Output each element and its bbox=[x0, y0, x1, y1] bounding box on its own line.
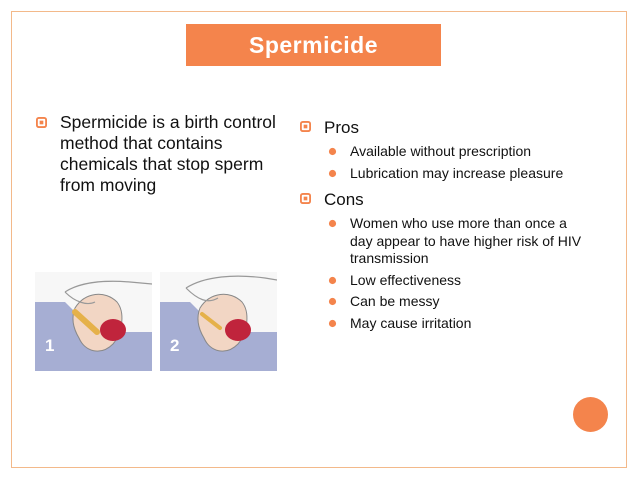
pros-item-text: Lubrication may increase pleasure bbox=[350, 164, 564, 181]
step-label-1: 1 bbox=[45, 336, 55, 355]
definition-bullet: Spermicide is a birth control method tha… bbox=[34, 112, 294, 196]
cons-item: May cause irritation bbox=[298, 315, 588, 333]
decorative-circle bbox=[573, 397, 608, 432]
procedure-illustration: 1 2 bbox=[35, 272, 277, 372]
procedure-step-2-graphic bbox=[160, 272, 277, 371]
step-label-2: 2 bbox=[170, 336, 180, 355]
cons-item: Women who use more than once a day appea… bbox=[298, 215, 588, 268]
procedure-step-1-graphic bbox=[35, 272, 152, 371]
round-bullet-icon bbox=[328, 276, 337, 284]
round-bullet-icon bbox=[328, 297, 337, 306]
square-bullet-icon bbox=[36, 117, 47, 128]
pros-heading-bullet: Pros bbox=[298, 116, 588, 139]
square-bullet-icon bbox=[300, 193, 311, 204]
cons-heading-bullet: Cons bbox=[298, 188, 588, 211]
frame-bottom-rule bbox=[11, 467, 627, 468]
pros-item: Available without prescription bbox=[298, 143, 588, 161]
pros-item-text: Available without prescription bbox=[350, 143, 532, 159]
square-bullet-icon bbox=[300, 121, 311, 132]
round-bullet-icon bbox=[328, 147, 337, 156]
cons-item-text: Women who use more than once a day appea… bbox=[350, 215, 582, 266]
cons-item-text: May cause irritation bbox=[350, 314, 472, 331]
procedure-image-step-1 bbox=[35, 272, 152, 371]
pros-item: Lubrication may increase pleasure bbox=[298, 165, 588, 183]
pros-heading: Pros bbox=[324, 118, 359, 137]
round-bullet-icon bbox=[328, 319, 337, 327]
frame-right-rule bbox=[626, 11, 627, 468]
cons-item-text: Can be messy bbox=[350, 293, 440, 309]
slide-title: Spermicide bbox=[186, 24, 441, 66]
frame-left-rule bbox=[11, 11, 12, 468]
procedure-image-step-2 bbox=[160, 272, 277, 371]
definition-text: Spermicide is a birth control method tha… bbox=[60, 112, 276, 195]
round-bullet-icon bbox=[328, 169, 337, 177]
round-bullet-icon bbox=[328, 219, 337, 228]
cons-item-text: Low effectiveness bbox=[350, 271, 462, 288]
slide-title-text: Spermicide bbox=[249, 31, 378, 58]
cons-item: Can be messy bbox=[298, 293, 588, 311]
cons-heading: Cons bbox=[324, 190, 364, 209]
right-column: Pros Available without prescription Lubr… bbox=[298, 116, 588, 332]
frame-top-rule bbox=[11, 11, 627, 12]
cons-item: Low effectiveness bbox=[298, 272, 588, 290]
left-column: Spermicide is a birth control method tha… bbox=[34, 112, 294, 196]
